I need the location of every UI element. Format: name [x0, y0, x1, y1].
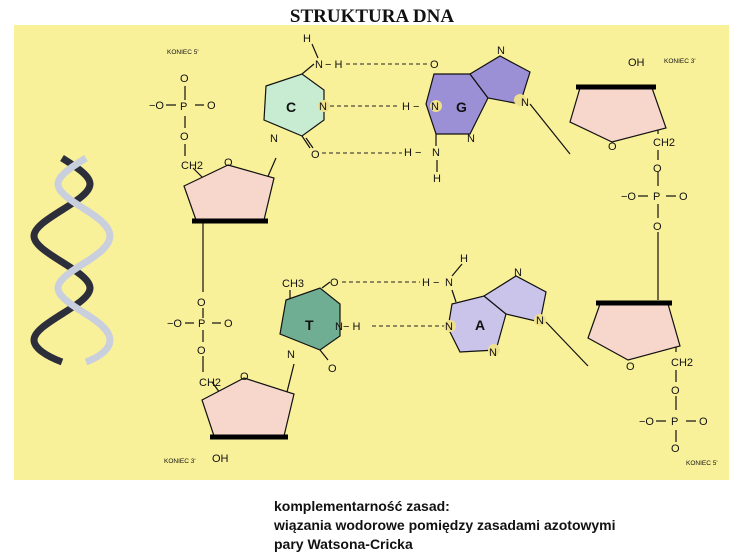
- atom-o: O: [608, 141, 617, 153]
- atom-o-minus: −O: [639, 416, 654, 428]
- atom-p: P: [198, 318, 205, 330]
- deoxyribose-sugar: O: [201, 371, 295, 440]
- atom-o: O: [180, 73, 189, 85]
- deoxyribose-sugar: O: [569, 84, 667, 153]
- atom-o: O: [699, 416, 708, 428]
- end-label-bottom-right: KONIEC 5': [686, 460, 718, 467]
- nitrogen-marker: [514, 94, 526, 106]
- atom-h-bond-right: − H: [325, 59, 342, 71]
- atom-o-minus: −O: [149, 100, 164, 112]
- atom-ch2: CH2: [181, 160, 203, 172]
- atom-n: N: [287, 349, 295, 361]
- base-t: T: [305, 317, 314, 333]
- left-backbone-labels: KONIEC 5' O −O P O O CH2 O −O P O O CH2 …: [149, 49, 233, 465]
- caption-line: wiązania wodorowe pomiędzy zasadami azot…: [274, 517, 616, 533]
- guanine-base: G O H − N N N N H − N H: [402, 45, 531, 185]
- atom-o: O: [626, 361, 635, 373]
- atom-p: P: [180, 101, 187, 113]
- atom-o: O: [671, 443, 680, 455]
- atom-o: O: [207, 100, 216, 112]
- atom-ch2: CH2: [671, 357, 693, 369]
- diagram-title: STRUKTURA DNA: [289, 6, 455, 27]
- atom-o: O: [224, 157, 233, 169]
- atom-o: O: [311, 149, 320, 161]
- atom-o: O: [430, 59, 439, 71]
- atom-o: O: [197, 345, 206, 357]
- atom-o: O: [653, 163, 662, 175]
- atom-o: O: [328, 363, 337, 375]
- hydrogen-bonds-cg: [322, 63, 428, 154]
- atom-n: N: [445, 321, 453, 333]
- atom-o: O: [671, 385, 680, 397]
- atom-o: O: [197, 297, 206, 309]
- atom-n: N: [319, 101, 327, 113]
- end-label-top-left: KONIEC 5': [167, 49, 199, 56]
- atom-o: O: [240, 371, 249, 383]
- atom-n: N: [489, 347, 497, 359]
- nitrogen-marker: [488, 344, 500, 356]
- nitrogen-marker: [318, 100, 330, 112]
- atom-oh: OH: [212, 453, 229, 465]
- thymine-base: T CH3 O N − H N O: [279, 277, 360, 375]
- atom-o: O: [653, 221, 662, 233]
- nitrogen-marker: [444, 320, 456, 332]
- caption: komplementarność zasad: wiązania wodorow…: [274, 497, 616, 554]
- atom-o: O: [180, 131, 189, 143]
- caption-line: komplementarność zasad:: [274, 498, 450, 514]
- deoxyribose-sugar: O: [183, 157, 275, 224]
- atom-n: N: [514, 267, 522, 279]
- atom-o: O: [224, 318, 233, 330]
- atom-o-minus: −O: [621, 191, 636, 203]
- base-a: A: [475, 317, 485, 333]
- atom-n: N: [497, 45, 505, 57]
- right-backbone: [529, 103, 696, 442]
- atom-n: N: [432, 147, 440, 159]
- atom-ch2: CH2: [653, 137, 675, 149]
- atom-p: P: [653, 191, 660, 203]
- atom-n: N: [536, 315, 544, 327]
- atom-ch3: CH3: [282, 278, 304, 290]
- cytosine-base: C N H − H N N O: [263, 33, 342, 161]
- atom-o: O: [330, 277, 339, 289]
- atom-n: N: [521, 97, 529, 109]
- caption-line: pary Watsona-Cricka: [274, 536, 413, 552]
- nitrogen-marker: [430, 100, 442, 112]
- atom-o: O: [679, 191, 688, 203]
- atom-h: H: [303, 33, 311, 45]
- atom-h-bond-left: H −: [404, 147, 421, 159]
- atom-ch2: CH2: [199, 377, 221, 389]
- deoxyribose-sugar: O: [587, 300, 681, 373]
- atom-h: H: [460, 253, 468, 265]
- atom-n: N: [431, 101, 439, 113]
- atom-o-minus: −O: [167, 318, 182, 330]
- atom-h-bond-right: − H: [343, 321, 360, 333]
- right-backbone-labels: OH KONIEC 3' CH2 O −O P O O CH2 O −O P O…: [621, 57, 718, 467]
- nitrogen-marker: [534, 314, 546, 326]
- atom-p: P: [671, 416, 678, 428]
- atom-oh: OH: [628, 57, 645, 69]
- base-c: C: [286, 99, 296, 115]
- atom-n: N: [335, 321, 343, 333]
- atom-n: N: [445, 277, 453, 289]
- end-label-bottom-left: KONIEC 3': [164, 458, 196, 465]
- adenine-base: A H − N H N N N N: [422, 253, 547, 359]
- hydrogen-bonds-ta: [342, 281, 444, 327]
- atom-h-bond-left: H −: [402, 101, 419, 113]
- atom-h-bond-left: H −: [422, 277, 439, 289]
- atom-n: N: [270, 133, 278, 145]
- base-g: G: [456, 99, 467, 115]
- double-helix-icon: [30, 155, 114, 366]
- atom-n: N: [315, 59, 323, 71]
- atom-n: N: [467, 133, 475, 145]
- atom-h: H: [433, 173, 441, 185]
- end-label-top-right: KONIEC 3': [664, 58, 696, 65]
